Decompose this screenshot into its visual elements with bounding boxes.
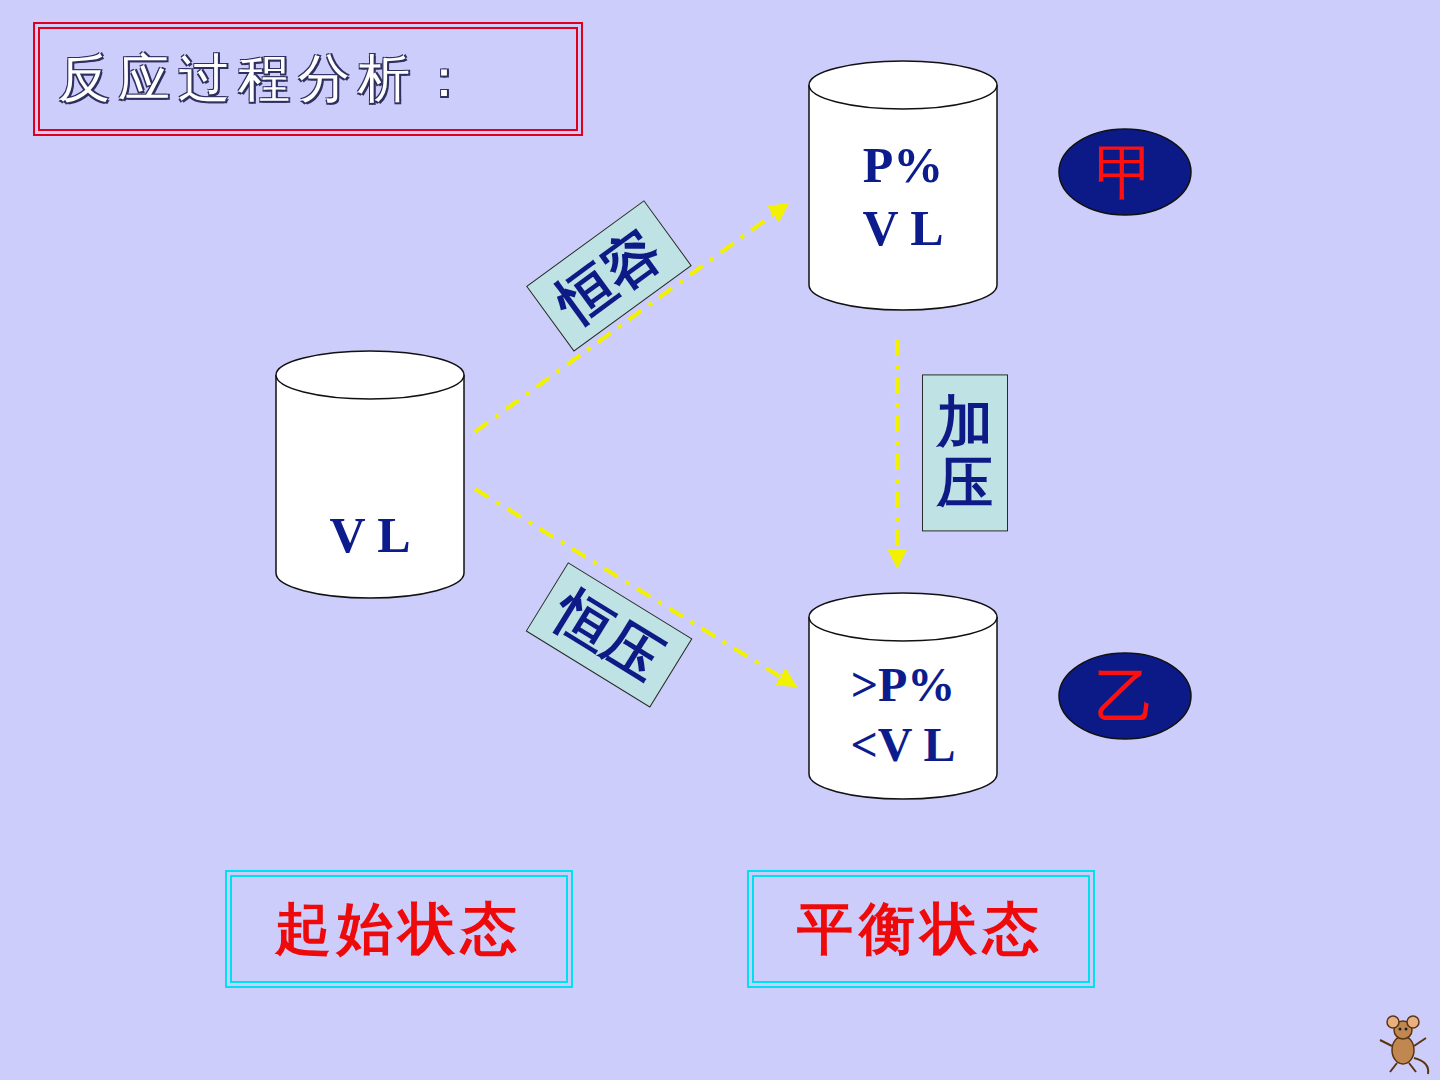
- mouse-icon: [1370, 1010, 1436, 1076]
- cylinder-vessel: >P%<V L: [808, 592, 998, 799]
- vessel-label: <V L: [850, 715, 955, 775]
- badge-label: 甲: [1095, 142, 1155, 202]
- vessel-label: P%: [863, 134, 944, 197]
- cylinder-top: [809, 593, 997, 641]
- vessel-label: >P%: [851, 655, 956, 715]
- badge-label: 乙: [1095, 666, 1155, 726]
- condition-text: 恒压: [544, 577, 674, 692]
- condition-label: 恒压: [525, 562, 692, 708]
- cylinder-body: [809, 85, 997, 310]
- condition-text: 恒容: [543, 216, 672, 335]
- dashdot-arrow: [895, 340, 899, 565]
- cylinder-body: [276, 375, 464, 598]
- badge-fill: [1059, 129, 1191, 215]
- cylinder-top: [809, 61, 997, 109]
- caption-text: 平衡状态: [797, 895, 1045, 962]
- state-caption-box: 起始状态: [225, 870, 573, 988]
- title-box: 反应过程分析：: [33, 22, 583, 136]
- dashdot-arrow: [475, 205, 786, 432]
- vessel-label: V L: [862, 197, 943, 260]
- condition-label: 加压: [922, 374, 1008, 531]
- condition-label: 恒容: [526, 201, 692, 353]
- badge-fill: [1059, 653, 1191, 739]
- caption-text: 起始状态: [275, 895, 523, 962]
- cylinder-vessel: P%V L: [808, 60, 998, 310]
- state-caption-box: 平衡状态: [747, 870, 1095, 988]
- title-text: 反应过程分析：: [58, 44, 478, 114]
- cylinder-body: [809, 617, 997, 799]
- cylinder-vessel: V L: [275, 350, 465, 598]
- state-badge: 乙: [1058, 652, 1192, 740]
- cylinder-top: [276, 351, 464, 399]
- state-badge: 甲: [1058, 128, 1192, 216]
- condition-text: 加压: [937, 391, 993, 514]
- vessel-label: V L: [329, 504, 410, 567]
